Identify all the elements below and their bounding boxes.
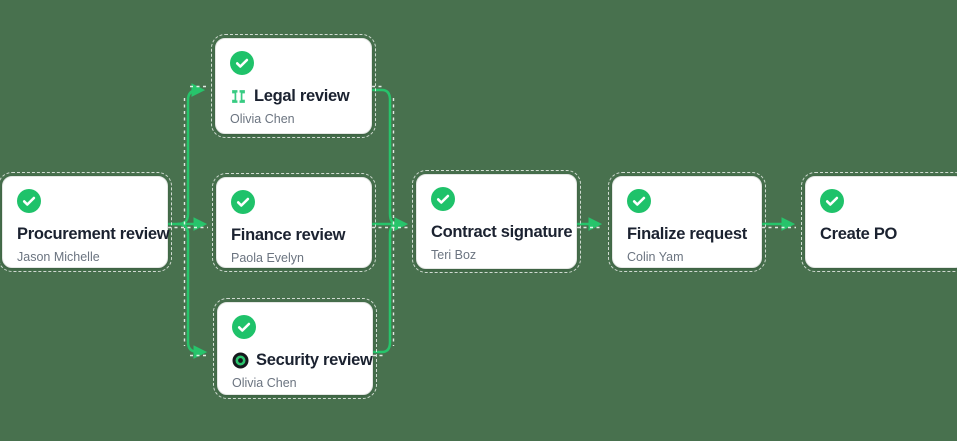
node-title: Create PO	[820, 225, 898, 243]
node-assignee: Olivia Chen	[230, 112, 295, 126]
node-title: Security review	[256, 351, 373, 369]
check-circle-icon	[627, 189, 651, 213]
legal-brackets-icon	[230, 88, 247, 105]
edge-procurement-to-legal	[176, 83, 206, 226]
edge-security-to-contract	[371, 222, 400, 354]
check-circle-icon	[232, 315, 256, 339]
check-circle-icon	[230, 51, 254, 75]
security-ring-icon	[232, 352, 249, 369]
check-circle-icon	[231, 190, 255, 214]
node-title: Finance review	[231, 226, 346, 244]
node-assignee: Teri Boz	[431, 248, 477, 262]
workflow-node-contract-signature[interactable]: Contract signature Teri Boz	[412, 170, 581, 273]
node-title: Legal review	[254, 87, 350, 105]
node-title: Contract signature	[431, 223, 573, 241]
node-assignee: Olivia Chen	[232, 376, 297, 390]
node-assignee: Paola Evelyn	[231, 251, 304, 265]
workflow-node-create-po[interactable]: Create PO	[801, 172, 957, 272]
node-assignee: Colin Yam	[627, 250, 684, 264]
workflow-node-procurement-review[interactable]: Procurement review Jason Michelle	[0, 172, 172, 272]
check-circle-icon	[431, 187, 455, 211]
workflow-node-legal-review[interactable]: Legal review Olivia Chen	[211, 34, 376, 138]
workflow-node-finalize-request[interactable]: Finalize request Colin Yam	[608, 172, 766, 272]
check-circle-icon	[17, 189, 41, 213]
workflow-node-finance-review[interactable]: Finance review Paola Evelyn	[212, 173, 376, 272]
check-circle-icon	[820, 189, 844, 213]
workflow-node-security-review[interactable]: Security review Olivia Chen	[213, 298, 377, 399]
edge-procurement-to-security	[176, 222, 208, 359]
node-title: Procurement review	[17, 225, 170, 243]
node-assignee: Jason Michelle	[17, 250, 100, 264]
node-title: Finalize request	[627, 225, 747, 243]
edge-legal-to-contract	[370, 88, 400, 226]
